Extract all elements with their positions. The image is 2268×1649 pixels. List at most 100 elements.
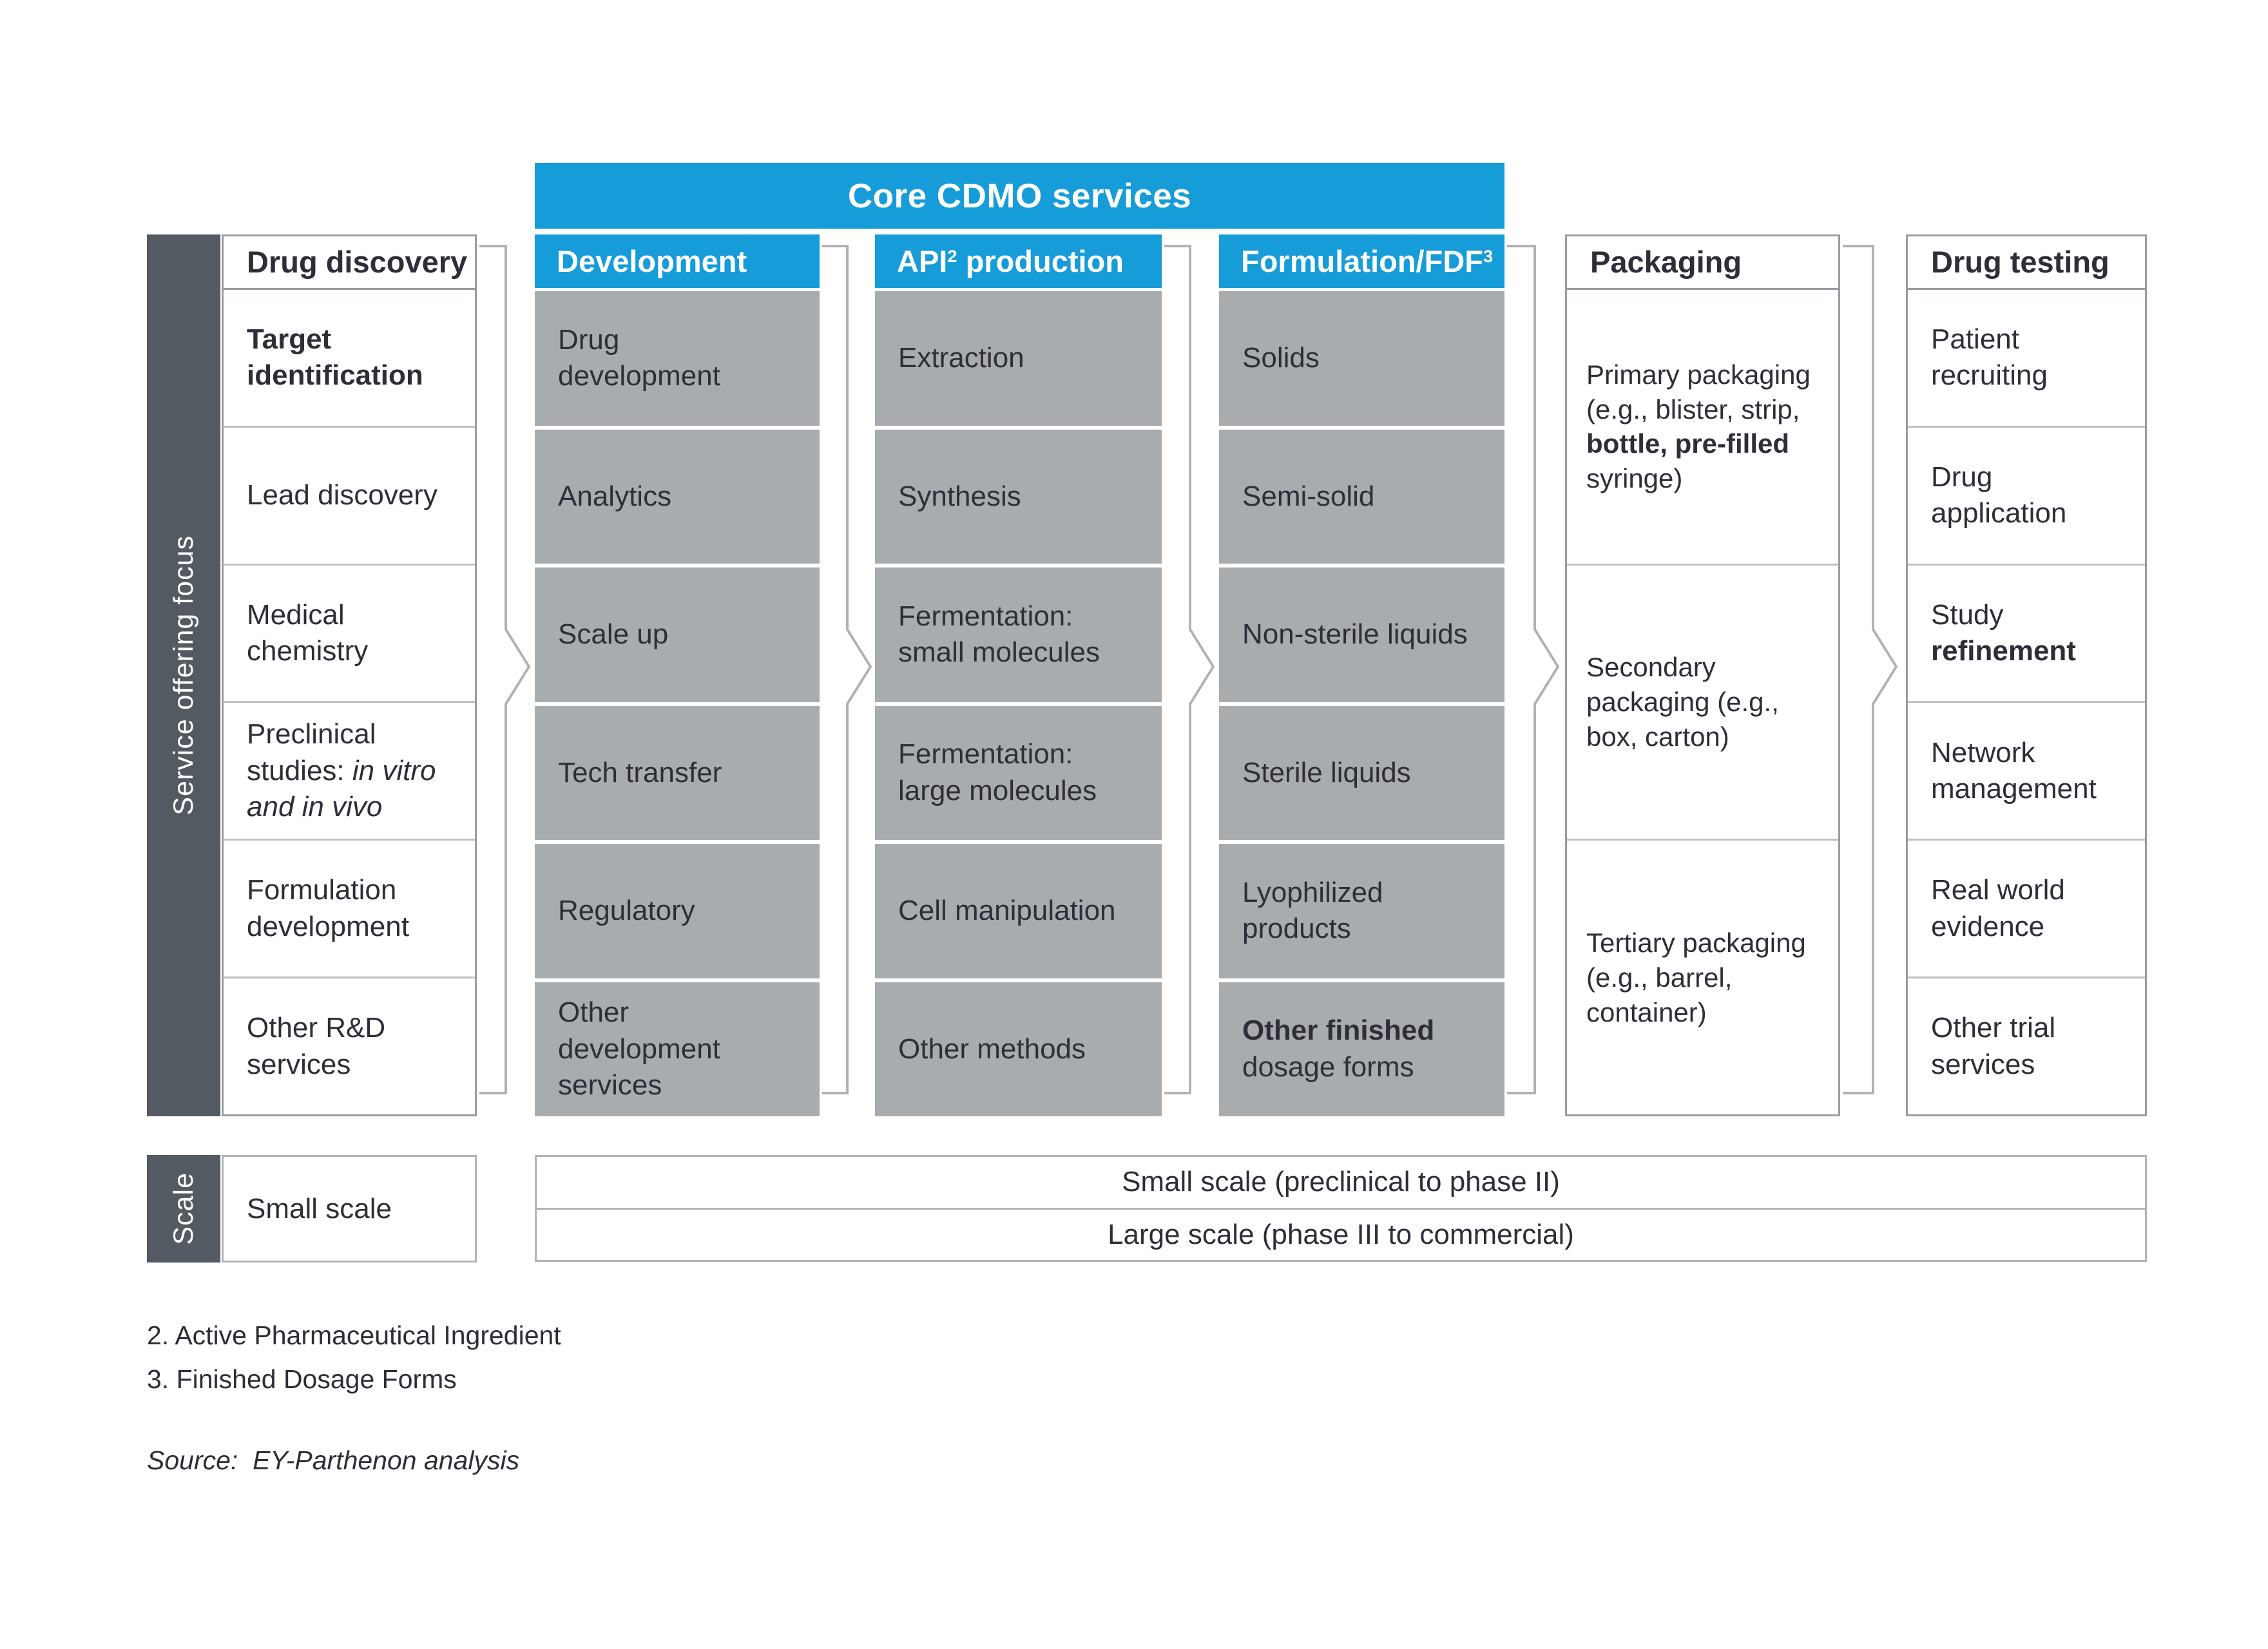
cell-label: Solids: [1242, 342, 1320, 374]
cell-tertiary-packaging: Tertiary packaging (e.g., barrel, contai…: [1567, 839, 1838, 1114]
cell-lyophilized-products: Lyophilized products: [1219, 844, 1504, 978]
cell-extraction: Extraction: [875, 291, 1162, 426]
cell-label: Network management: [1931, 736, 2097, 805]
cell-formulation-development: Formulation development: [224, 839, 475, 977]
scale-rail: Scale: [147, 1155, 220, 1263]
formulation-fdf-rows: Solids Semi-solid Non-sterile liquids St…: [1219, 291, 1504, 1116]
flow-chevron-icon: [1843, 245, 1898, 1094]
cell-label: Tech transfer: [558, 756, 722, 788]
cell-network-management: Network management: [1908, 701, 2145, 839]
cell-label: Study refinement: [1931, 598, 2076, 667]
cell-label: Extraction: [898, 342, 1024, 374]
scale-band-small-label: Small scale (preclinical to phase II): [1122, 1166, 1560, 1198]
cell-drug-application: Drug application: [1908, 425, 2145, 564]
drug-testing-header-label: Drug testing: [1931, 245, 2109, 280]
footnote-fdf: 3. Finished Dosage Forms: [147, 1364, 457, 1394]
cell-label: Semi-solid: [1242, 480, 1375, 512]
cell-label: Analytics: [558, 480, 672, 512]
cell-study-refinement: Study refinement: [1908, 563, 2145, 701]
scale-small-scale-box: Small scale: [222, 1155, 477, 1263]
cell-label: Other development services: [558, 996, 720, 1101]
cell-other-finished-dosage-forms: Other finished dosage forms: [1219, 982, 1504, 1116]
drug-discovery-rows: Target identification Lead discovery Med…: [224, 290, 475, 1114]
cell-other-methods: Other methods: [875, 982, 1162, 1116]
flow-chevron-icon: [822, 245, 872, 1094]
footnote-source: Source: EY-Parthenon analysis: [147, 1445, 520, 1475]
cell-label: Other R&D services: [247, 1012, 386, 1080]
cell-label: Synthesis: [898, 480, 1021, 512]
cell-label: Lead discovery: [247, 479, 437, 511]
packaging-header: Packaging: [1567, 236, 1838, 290]
scale-band-large-label: Large scale (phase III to commercial): [1108, 1218, 1574, 1250]
cell-label: Non-sterile liquids: [1242, 618, 1468, 651]
cell-label: Tertiary packaging (e.g., barrel, contai…: [1586, 928, 1806, 1027]
column-drug-discovery: Drug discovery Target identification Lea…: [222, 234, 477, 1116]
cell-fermentation-small-molecules: Fermentation: small molecules: [875, 567, 1162, 702]
flow-chevron-icon: [479, 245, 531, 1094]
flow-chevron-icon: [1507, 245, 1560, 1094]
core-cdmo-banner: Core CDMO services: [535, 163, 1504, 229]
cell-solids: Solids: [1219, 291, 1504, 426]
api-production-header-label: API2 production: [897, 243, 1124, 278]
cell-tech-transfer: Tech transfer: [535, 705, 820, 840]
column-packaging: Packaging Primary packaging (e.g., blist…: [1565, 234, 1840, 1116]
flow-chevron-icon: [1164, 245, 1215, 1094]
cell-other-development-services: Other development services: [535, 982, 820, 1116]
footnote-api: 2. Active Pharmaceutical Ingredient: [147, 1320, 561, 1350]
packaging-rows: Primary packaging (e.g., blister, strip,…: [1567, 290, 1838, 1114]
cell-fermentation-large-molecules: Fermentation: large molecules: [875, 705, 1162, 840]
core-cdmo-banner-label: Core CDMO services: [847, 176, 1192, 215]
cell-label: Real world evidence: [1931, 874, 2065, 942]
column-development: Development Drug development Analytics S…: [535, 234, 820, 1116]
cell-label: Formulation development: [247, 874, 409, 942]
cell-real-world-evidence: Real world evidence: [1908, 839, 2145, 977]
packaging-header-label: Packaging: [1590, 245, 1742, 280]
cell-label: Other finished dosage forms: [1242, 1015, 1435, 1083]
column-formulation-fdf: Formulation/FDF3 Solids Semi-solid Non-s…: [1219, 234, 1504, 1116]
cell-label: Scale up: [558, 618, 669, 651]
cell-preclinical-studies: Preclinical studies: in vitro and in viv…: [224, 701, 475, 839]
cell-label: Medical chemistry: [247, 598, 369, 667]
cell-label: Target identification: [247, 323, 423, 392]
cell-label: Patient recruiting: [1931, 323, 2048, 392]
cell-label: Preclinical studies: in vitro and in viv…: [247, 718, 436, 823]
cell-other-trial-services: Other trial services: [1908, 977, 2145, 1114]
formulation-fdf-header: Formulation/FDF3: [1219, 234, 1504, 288]
cell-label: Drug development: [558, 323, 720, 392]
cell-label: Secondary packaging (e.g., box, carton): [1586, 652, 1779, 752]
cell-non-sterile-liquids: Non-sterile liquids: [1219, 567, 1504, 702]
development-header-label: Development: [557, 243, 747, 278]
cell-patient-recruiting: Patient recruiting: [1908, 290, 2145, 426]
development-header: Development: [535, 234, 820, 288]
drug-testing-header: Drug testing: [1908, 236, 2145, 290]
cell-label: Primary packaging (e.g., blister, strip,…: [1586, 359, 1811, 494]
drug-discovery-header-label: Drug discovery: [247, 245, 468, 280]
cell-primary-packaging: Primary packaging (e.g., blister, strip,…: [1567, 290, 1838, 564]
cell-label: Other trial services: [1931, 1012, 2056, 1080]
scale-band-small: Small scale (preclinical to phase II): [537, 1157, 2145, 1208]
cell-secondary-packaging: Secondary packaging (e.g., box, carton): [1567, 563, 1838, 839]
scale-band-large: Large scale (phase III to commercial): [537, 1207, 2145, 1261]
cell-cell-manipulation: Cell manipulation: [875, 844, 1162, 978]
scale-rail-label: Scale: [168, 1172, 199, 1245]
api-production-rows: Extraction Synthesis Fermentation: small…: [875, 291, 1162, 1116]
development-rows: Drug development Analytics Scale up Tech…: [535, 291, 820, 1116]
cell-label: Fermentation: small molecules: [898, 600, 1100, 669]
cell-label: Fermentation: large molecules: [898, 738, 1097, 806]
cell-label: Lyophilized products: [1242, 876, 1383, 945]
cell-analytics: Analytics: [535, 429, 820, 564]
api-production-header: API2 production: [875, 234, 1162, 288]
column-drug-testing: Drug testing Patient recruiting Drug app…: [1906, 234, 2147, 1116]
cell-semi-solid: Semi-solid: [1219, 429, 1504, 564]
formulation-fdf-header-label: Formulation/FDF3: [1241, 243, 1494, 278]
cell-label: Cell manipulation: [898, 895, 1116, 927]
drug-discovery-header: Drug discovery: [224, 236, 475, 290]
cell-label: Other methods: [898, 1033, 1086, 1065]
cell-label: Drug application: [1931, 461, 2067, 529]
scale-bands-box: Small scale (preclinical to phase II) La…: [535, 1155, 2147, 1262]
drug-testing-rows: Patient recruiting Drug application Stud…: [1908, 290, 2145, 1114]
cell-label: Sterile liquids: [1242, 756, 1411, 788]
column-api-production: API2 production Extraction Synthesis Fer…: [875, 234, 1162, 1116]
cell-regulatory: Regulatory: [535, 844, 820, 978]
